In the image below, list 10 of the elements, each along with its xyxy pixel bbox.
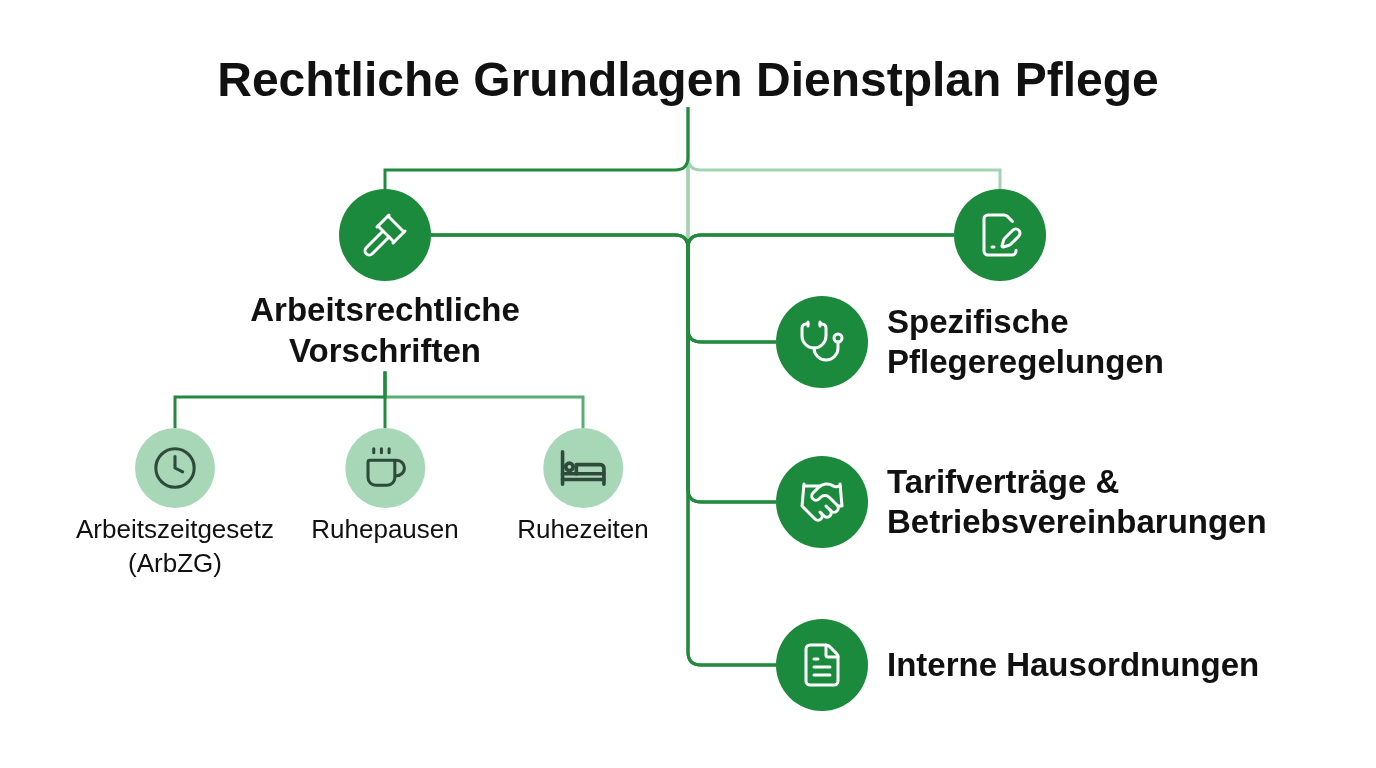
diagram-title: Rechtliche Grundlagen Dienstplan Pflege <box>217 52 1159 108</box>
category-heading: Arbeitsrechtliche Vorschriften <box>249 290 521 372</box>
category-heading: Spezifische Pflegeregelungen <box>887 301 1165 382</box>
topic-label: Ruhepausen <box>311 513 459 546</box>
connector-line <box>686 233 954 667</box>
category-heading: Interne Hausordnungen <box>887 644 1260 685</box>
category-heading: Tarifverträge & Betriebsvereinbarungen <box>887 461 1268 542</box>
topic-label: Ruhezeiten <box>517 513 649 546</box>
connector-line <box>383 371 387 428</box>
topic-label: Arbeitszeitgesetz (ArbZG) <box>75 513 275 580</box>
